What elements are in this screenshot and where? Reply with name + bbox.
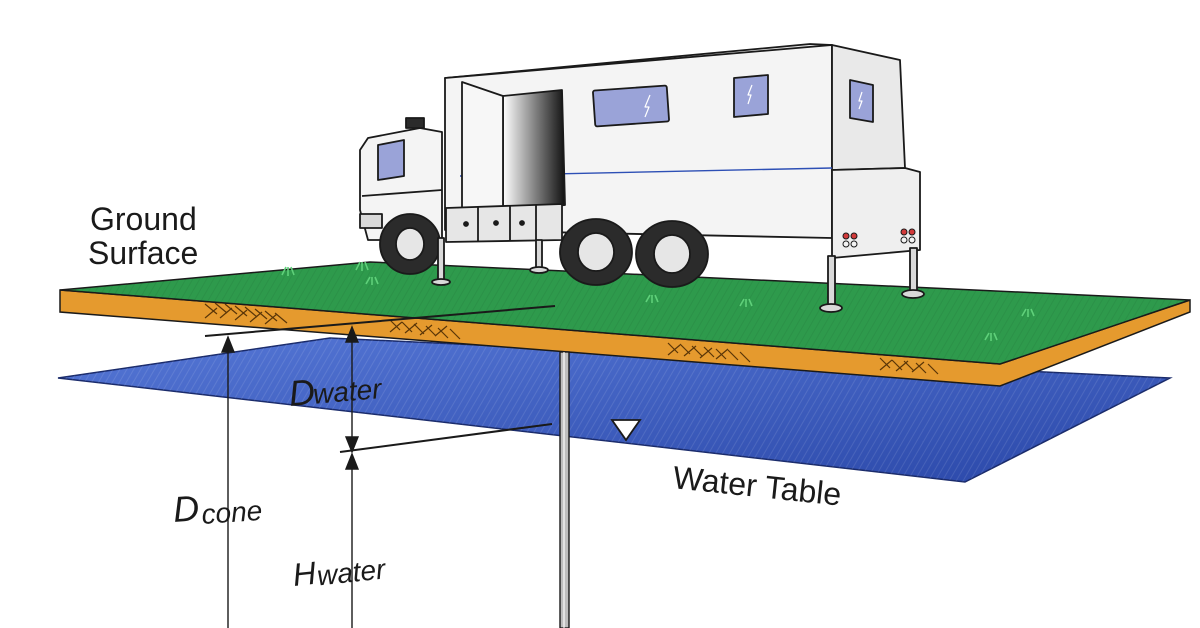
- d-water-label-main: D: [287, 371, 316, 414]
- dimension-arrows: [220, 325, 360, 628]
- cone-rod: [559, 351, 570, 628]
- h-water-arrowhead: [344, 452, 360, 470]
- d-cone-label-main: D: [172, 487, 201, 530]
- ground-surface-label-line1: Ground: [90, 201, 197, 237]
- truck-tail-lights: [842, 228, 916, 248]
- truck-stabilizer-legs: [431, 237, 925, 313]
- d-water-arrowhead-bottom: [344, 436, 360, 454]
- d-cone-label: D cone: [172, 487, 264, 530]
- ground-reference-line: [204, 305, 556, 337]
- d-water-label-sub: water: [312, 373, 385, 410]
- truck-front-wheel: [379, 213, 441, 275]
- truck-bumper: [359, 213, 383, 229]
- truck-cab-window: [377, 139, 405, 181]
- truck-rear-wheel-1: [559, 218, 633, 286]
- truck-open-door: [461, 81, 504, 223]
- d-water-label: D water: [287, 371, 385, 414]
- d-water-arrowhead-top: [344, 325, 360, 343]
- water-table-label: Water Table: [671, 459, 843, 512]
- h-water-label-sub: water: [315, 553, 388, 591]
- inverted-triangle-water-level-icon: [604, 419, 648, 467]
- soil-hatch-marks: [204, 302, 939, 375]
- truck-side-window: [592, 84, 670, 128]
- d-cone-arrowhead: [220, 335, 236, 353]
- h-water-label: H water: [291, 553, 388, 593]
- ground-surface-label-line2: Surface: [88, 235, 198, 271]
- reference-lines: [204, 305, 556, 453]
- d-cone-label-sub: cone: [200, 495, 263, 530]
- truck-open-doorway: [502, 89, 566, 213]
- truck-rear-wheel-2: [635, 220, 709, 288]
- h-water-label-main: H: [291, 555, 319, 593]
- ground-surface-plane: [59, 261, 1191, 365]
- grass-tufts: [281, 261, 1035, 341]
- water-reference-line: [339, 423, 553, 453]
- truck-exhaust-stack: [405, 117, 425, 129]
- cpt-truck: [359, 43, 925, 313]
